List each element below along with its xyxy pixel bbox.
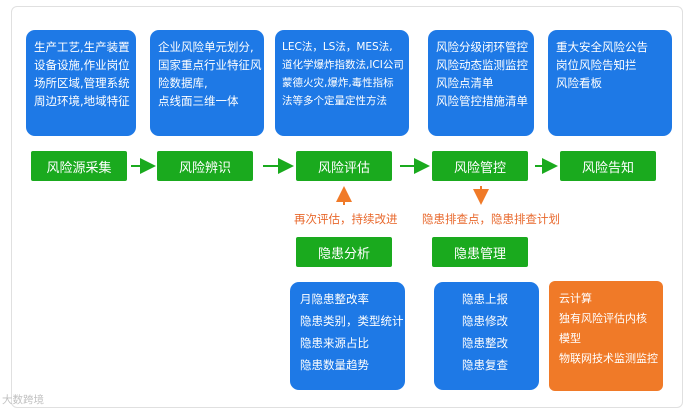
- detail-line: 法等多个定量定性方法: [282, 95, 387, 107]
- detail-line: 模型: [559, 332, 581, 345]
- detail-line: 重大安全风险公告: [556, 40, 648, 54]
- watermark: 大数跨境: [2, 394, 44, 406]
- detail-line: 险数据库,: [158, 76, 208, 90]
- step-hazard-analysis: 隐患分析: [296, 237, 392, 267]
- detail-line: 国家重点行业特征风: [158, 58, 262, 72]
- detail-line: 云计算: [559, 292, 592, 305]
- detail-line: 风险看板: [556, 76, 602, 90]
- risk-notification-detail-box: 重大安全风险公告 岗位风险告知拦 风险看板: [548, 30, 672, 136]
- cloud-computing-box: 云计算 独有风险评估内核 模型 物联网技术监测监控: [549, 281, 663, 391]
- hazard-analysis-detail-box: 月隐患整改率 隐患类别，类型统计 隐患来源占比 隐患数量趋势: [290, 282, 405, 390]
- detail-line: 场所区域,管理系统: [34, 76, 130, 90]
- step-risk-notification: 风险告知: [560, 151, 656, 181]
- detail-line: 周边环境,地域特征: [34, 94, 130, 108]
- detail-line: 风险管控措施清单: [436, 94, 528, 108]
- detail-line: 设备设施,作业岗位: [34, 58, 130, 72]
- detail-line: 蒙德火灾,爆炸,毒性指标: [282, 77, 394, 89]
- step-risk-identification: 风险辨识: [157, 151, 253, 181]
- detail-line: 点线面三维一体: [158, 94, 239, 108]
- hazard-check-note: 隐患排查点，隐患排查计划: [422, 212, 560, 226]
- detail-line: 隐患数量趋势: [300, 358, 369, 372]
- step-risk-control: 风险管控: [432, 151, 528, 181]
- detail-line: 月隐患整改率: [300, 292, 369, 306]
- reassess-note: 再次评估，持续改进: [294, 212, 398, 226]
- hazard-management-detail-box: 隐患上报 隐患修改 隐患整改 隐患复查: [434, 282, 539, 390]
- detail-line: 隐患整改: [462, 336, 508, 350]
- detail-line: 道化学爆炸指数法,ICI公司: [282, 59, 404, 71]
- detail-line: 企业风险单元划分,: [158, 40, 254, 54]
- detail-line: 隐患来源占比: [300, 336, 369, 350]
- detail-line: 独有风险评估内核: [559, 312, 647, 325]
- step-risk-source-collection: 风险源采集: [31, 151, 127, 181]
- detail-line: 隐患上报: [462, 292, 508, 306]
- risk-identification-detail-box: 企业风险单元划分, 国家重点行业特征风 险数据库, 点线面三维一体: [150, 30, 264, 136]
- detail-line: 风险动态监测监控: [436, 58, 528, 72]
- step-risk-assessment: 风险评估: [296, 151, 392, 181]
- detail-line: LEC法，LS法，MES法,: [282, 41, 393, 53]
- source-collection-detail-box: 生产工艺,生产装置 设备设施,作业岗位 场所区域,管理系统 周边环境,地域特征: [26, 30, 136, 136]
- risk-assessment-detail-box: LEC法，LS法，MES法, 道化学爆炸指数法,ICI公司 蒙德火灾,爆炸,毒性…: [275, 30, 409, 136]
- step-hazard-management: 隐患管理: [432, 237, 528, 267]
- detail-line: 隐患复查: [462, 358, 508, 372]
- detail-line: 隐患类别，类型统计: [300, 314, 404, 328]
- detail-line: 隐患修改: [462, 314, 508, 328]
- detail-line: 物联网技术监测监控: [559, 352, 658, 365]
- detail-line: 生产工艺,生产装置: [34, 40, 130, 54]
- detail-line: 岗位风险告知拦: [556, 58, 637, 72]
- detail-line: 风险分级闭环管控: [436, 40, 528, 54]
- risk-control-detail-box: 风险分级闭环管控 风险动态监测监控 风险点清单 风险管控措施清单: [428, 30, 534, 136]
- detail-line: 风险点清单: [436, 76, 494, 90]
